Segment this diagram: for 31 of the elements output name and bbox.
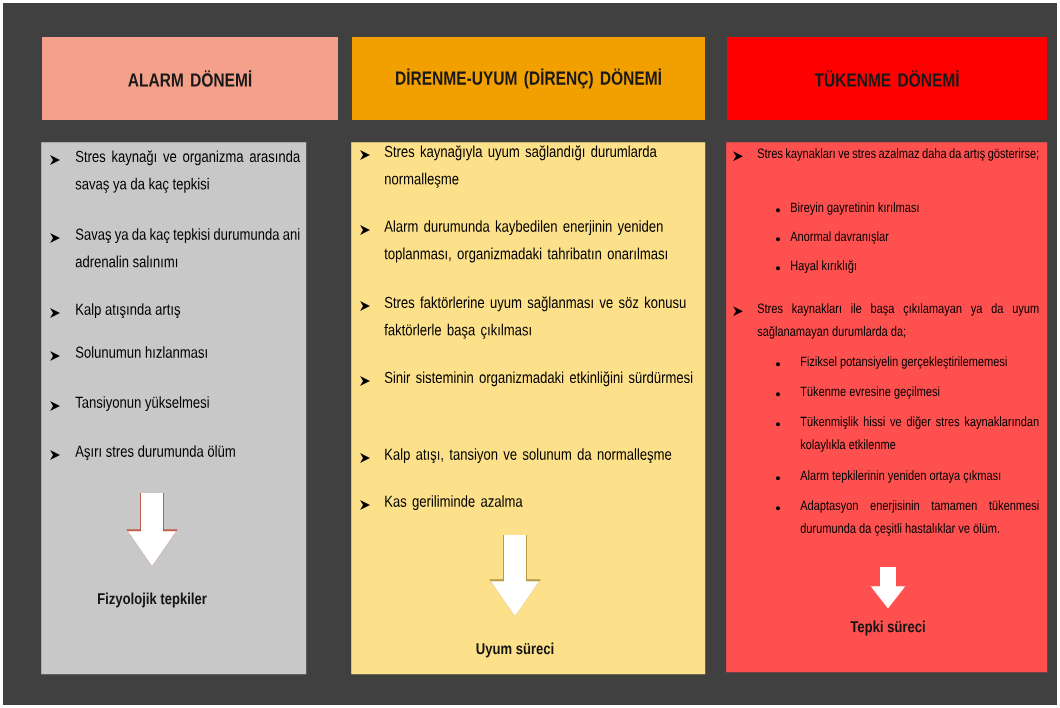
- result-label: Tepki süreci: [850, 620, 925, 636]
- list-item: Stres kaynağıyla uyum sağlandığı durumlarda normalleşme: [384, 145, 657, 188]
- list-item: Tansiyonun yükselmesi: [75, 396, 209, 412]
- list-item: Kalp atışı, tansiyon ve solunum da normalleşme: [385, 448, 672, 464]
- list-item: Stres kaynakları ile başa çıkılamayan ya da uyum sağlanamayan durumlarda da;: [757, 303, 1039, 339]
- list-item: Stres faktörlerine uyum sağlanması ve söz konusu faktörlerle başa çıkılması: [384, 296, 686, 339]
- panel: [726, 142, 1048, 673]
- list-item: Aşırı stres durumunda ölüm: [75, 445, 235, 461]
- list-item: Adaptasyon enerjisinin tamamen tükenmesi durumunda da çeşitli hastalıklar ve ölüm.: [800, 500, 1039, 536]
- panel: [351, 142, 706, 675]
- result-label: Uyum süreci: [476, 642, 554, 658]
- list-item: Stres kaynağı ve organizma arasında savaş ya da kaç tepkisi: [75, 150, 301, 193]
- list-item: Alarm durumunda kaybedilen enerjinin yeniden toplanması, organizmadaki tahribatın onarılması: [384, 220, 667, 263]
- list-item: Hayal kırıklığı: [791, 260, 856, 273]
- list-item: Bireyin gayretinin kırılması: [791, 202, 919, 215]
- header-box: ALARM DÖNEMİ: [42, 37, 338, 120]
- list-item: Kalp atışında artış: [76, 303, 181, 319]
- header-box: DİRENME-UYUM (DİRENÇ) DÖNEMİ: [352, 37, 705, 120]
- list-item: Stres kaynakları ve stres azalmaz daha da artış gösterirse;: [757, 148, 1039, 161]
- list-item: Tükenmişlik hissi ve diğer stres kaynaklarından kolaylıkla etkilenme: [800, 416, 1039, 452]
- result-label: Fizyolojik tepkiler: [98, 592, 207, 608]
- list-item: Savaş ya da kaç tepkisi durumunda ani adrenalin salınımı: [75, 228, 300, 268]
- list-item: Alarm tepkilerinin yeniden ortaya çıkması: [800, 470, 1001, 483]
- list-item: Kas geriliminde azalma: [385, 495, 523, 511]
- list-item: Anormal davranışlar: [790, 231, 889, 244]
- list-item: Tükenme evresine geçilmesi: [800, 386, 940, 399]
- panel: [41, 142, 307, 675]
- header-box: TÜKENME DÖNEMİ: [727, 37, 1047, 120]
- list-item: Solunumun hızlanması: [75, 346, 207, 358]
- list-item: Fiziksel potansiyelin gerçekleştirilememesi: [801, 356, 1007, 369]
- list-item: Sinir sisteminin organizmadaki etkinliğini sürdürmesi: [384, 371, 693, 387]
